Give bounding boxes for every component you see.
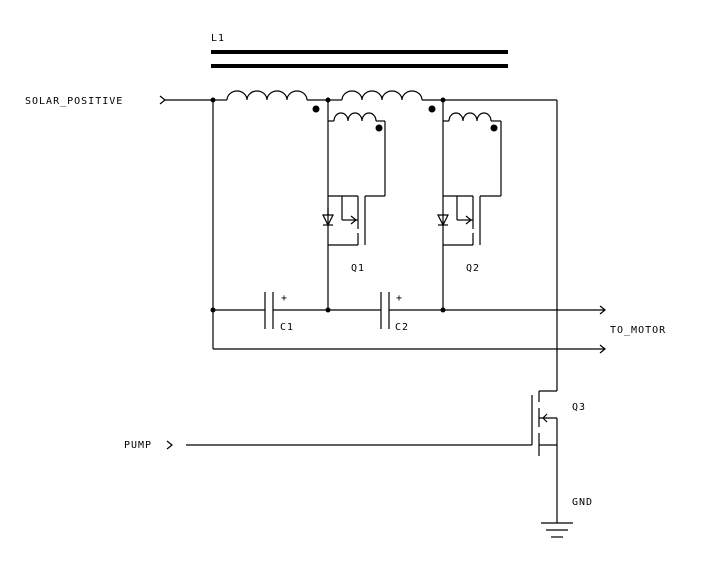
c2-label: C2: [395, 322, 409, 333]
motor-return-arrow-icon: [599, 344, 606, 354]
pump-arrow-icon: [166, 440, 173, 450]
solar-positive-label: SOLAR_POSITIVE: [25, 96, 123, 107]
q2-mosfet-symbol: [437, 195, 501, 246]
winding-dot-icon: [312, 105, 320, 113]
ground-icon: [541, 522, 573, 538]
junction-dots: [210, 97, 446, 313]
c1-polarity-icon: +: [281, 293, 288, 304]
q1-label: Q1: [351, 263, 365, 274]
motor-output-arrow-icon: [599, 305, 606, 315]
inductor-label: L1: [211, 33, 225, 44]
l1-secondary-winding-1: [327, 100, 386, 310]
winding-dot-icon: [490, 124, 498, 132]
q1-mosfet-symbol: [322, 195, 385, 246]
winding-dot-icon: [375, 124, 383, 132]
l1-secondary-winding-2: [442, 100, 502, 310]
q3-label: Q3: [572, 402, 586, 413]
to-motor-label: TO_MOTOR: [610, 325, 666, 336]
q3-mosfet-symbol: [531, 390, 558, 523]
l1-primary-winding: [213, 90, 557, 101]
c1-label: C1: [280, 322, 294, 333]
winding-dot-icon: [428, 105, 436, 113]
gnd-label: GND: [572, 497, 593, 508]
q2-label: Q2: [466, 263, 480, 274]
c2-polarity-icon: +: [396, 293, 403, 304]
capacitor-row: [213, 292, 604, 329]
inductor-core: [211, 50, 508, 68]
solar-positive-arrow-icon: [159, 95, 166, 105]
pump-label: PUMP: [124, 440, 152, 451]
